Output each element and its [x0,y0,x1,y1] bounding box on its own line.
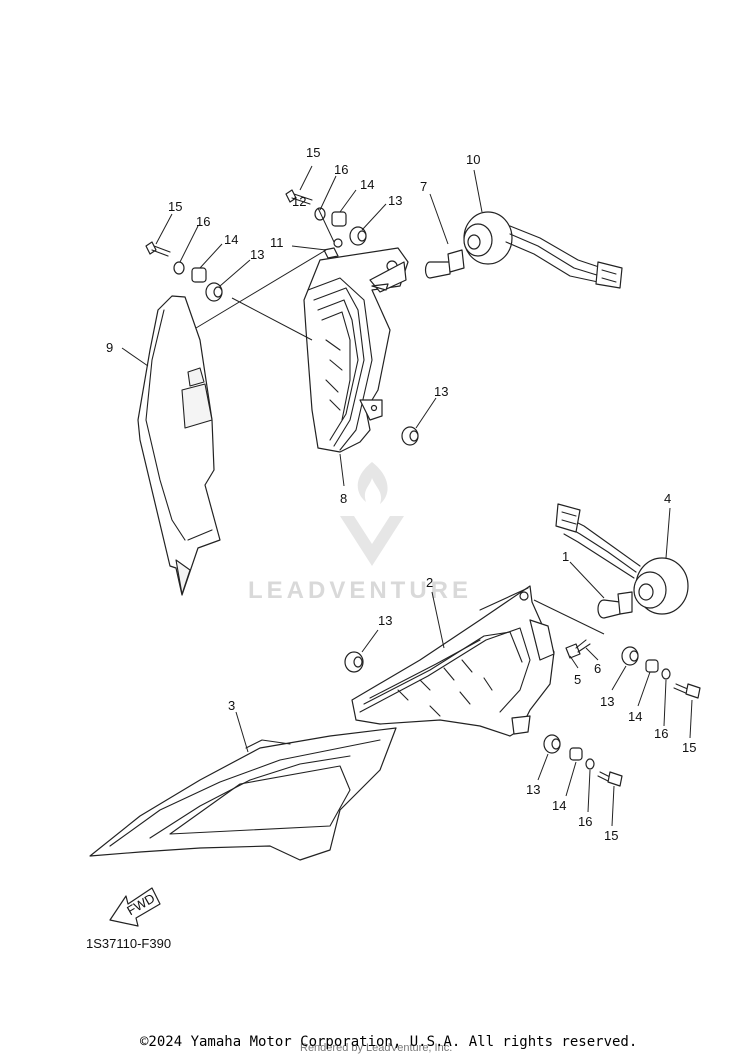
hardware-group-top [285,189,419,446]
callout-13f: 13 [526,782,540,797]
leader-lines [121,165,693,827]
callout-8: 8 [340,491,347,506]
callout-2: 2 [426,575,433,590]
callout-11: 11 [270,235,284,250]
part-4-socket-harness [555,503,689,615]
callout-7: 7 [420,179,427,194]
callout-15: 15 [306,145,320,160]
part-2-turn-signal-housing [351,585,555,737]
watermark: LEADVENTURE [248,462,472,604]
part-10-socket-harness [463,211,623,289]
fwd-arrow-icon: FWD [109,887,161,927]
callout-4: 4 [664,491,671,506]
callout-14c: 14 [628,709,642,724]
hardware-group-right [344,639,701,787]
callout-13e: 13 [600,694,614,709]
callout-13c: 13 [434,384,448,399]
callout-16c: 16 [654,726,668,741]
copyright-text: ©2024 Yamaha Motor Corporation, U.S.A. A… [140,1034,638,1050]
part-code: 1S37110-F390 [86,936,172,951]
part-8-turn-signal-housing [303,247,409,453]
callout-14b: 14 [224,232,238,247]
part-9-left-cover [137,295,221,596]
part-1-bulb [597,591,633,619]
callout-labels: 15 16 14 13 12 11 10 7 15 16 14 13 9 8 1… [106,145,696,843]
callout-1: 1 [562,549,569,564]
callout-10: 10 [466,152,480,167]
part-3-lower-cover [89,727,397,861]
hardware-group-left [145,241,223,302]
callout-15c: 15 [682,740,696,755]
callout-16b: 16 [196,214,210,229]
callout-3: 3 [228,698,235,713]
callout-5: 5 [574,672,581,687]
callout-15d: 15 [604,828,618,843]
part-7-bulb [424,249,465,279]
callout-9: 9 [106,340,113,355]
callout-16d: 16 [578,814,592,829]
callout-6: 6 [594,661,601,676]
callout-14: 14 [360,177,374,192]
callout-13: 13 [388,193,402,208]
callout-13b: 13 [250,247,264,262]
watermark-text: LEADVENTURE [248,577,472,604]
callout-14d: 14 [552,798,566,813]
callout-16: 16 [334,162,348,177]
rendered-by-note: Rendered by LeadVenture, Inc. [300,1042,453,1054]
callout-15b: 15 [168,199,182,214]
callout-13d: 13 [378,613,392,628]
callout-12: 12 [292,194,306,209]
